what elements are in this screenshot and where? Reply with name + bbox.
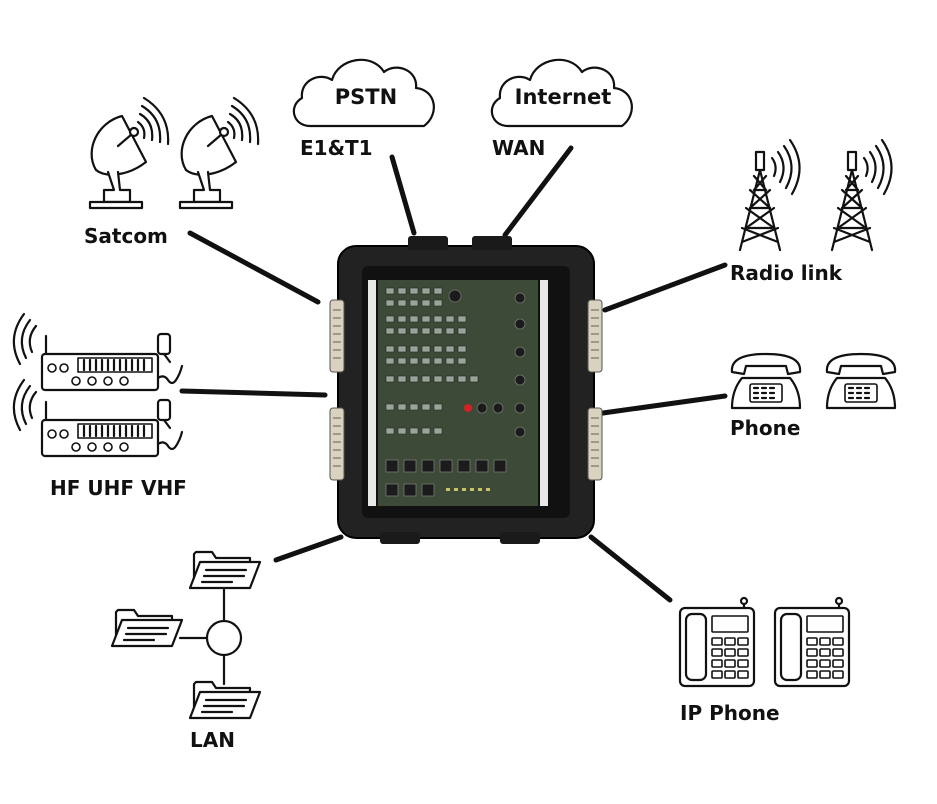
cloud-icon [292, 58, 435, 128]
hf-uhf-vhf-group: HF UHF VHF [12, 312, 187, 500]
radio-transceiver-icon [12, 378, 184, 458]
ip-phone-group: IP Phone [678, 596, 851, 725]
label-e1t1: E1&T1 [300, 136, 373, 160]
label-phone: Phone [730, 416, 800, 440]
ip-phone-icon [678, 596, 756, 688]
label-satcom: Satcom [84, 224, 168, 248]
radio-transceiver-icon [12, 312, 184, 392]
satellite-dish-icon [178, 96, 260, 210]
satcom-group: Satcom [84, 96, 260, 248]
device-status-leds [446, 488, 490, 491]
label-wan: WAN [492, 136, 545, 160]
cloud-internet: Internet [490, 58, 633, 128]
lan-group: LAN [110, 550, 262, 752]
cloud-pstn-label: PSTN [335, 85, 397, 109]
line-satcom [187, 230, 321, 305]
telephone-icon [730, 352, 802, 410]
line-pstn [389, 154, 417, 236]
network-hub-icon [205, 619, 243, 657]
satellite-dish-icon [88, 96, 170, 210]
connection-lines [179, 145, 728, 603]
radio-tower-icon [830, 138, 893, 252]
central-device [329, 236, 603, 544]
label-radio-link: Radio link [730, 261, 843, 285]
cloud-internet-label: Internet [515, 85, 612, 109]
label-lan: LAN [190, 728, 235, 752]
line-radio-link [602, 262, 728, 313]
telephone-icon [825, 352, 897, 410]
radio-tower-icon [738, 138, 801, 252]
device-power-indicator [464, 404, 472, 412]
cloud-icon [490, 58, 633, 128]
phone-group: Phone [730, 352, 897, 440]
line-lan [273, 534, 344, 563]
folder-icon [188, 680, 262, 720]
device-connectors [385, 289, 526, 497]
radio-link-group: Radio link [730, 138, 893, 285]
line-internet [502, 145, 574, 238]
line-ip-phone [588, 534, 673, 603]
folder-icon [188, 550, 262, 590]
folder-icon [110, 608, 184, 648]
label-hf-uhf-vhf: HF UHF VHF [50, 476, 187, 500]
line-phone [600, 393, 728, 416]
line-hf-uhf-vhf [179, 388, 328, 398]
label-ip-phone: IP Phone [680, 701, 780, 725]
cloud-pstn: PSTN [292, 58, 435, 128]
ip-phone-icon [773, 596, 851, 688]
device-ports [385, 287, 479, 435]
device-side-handle [329, 299, 603, 481]
